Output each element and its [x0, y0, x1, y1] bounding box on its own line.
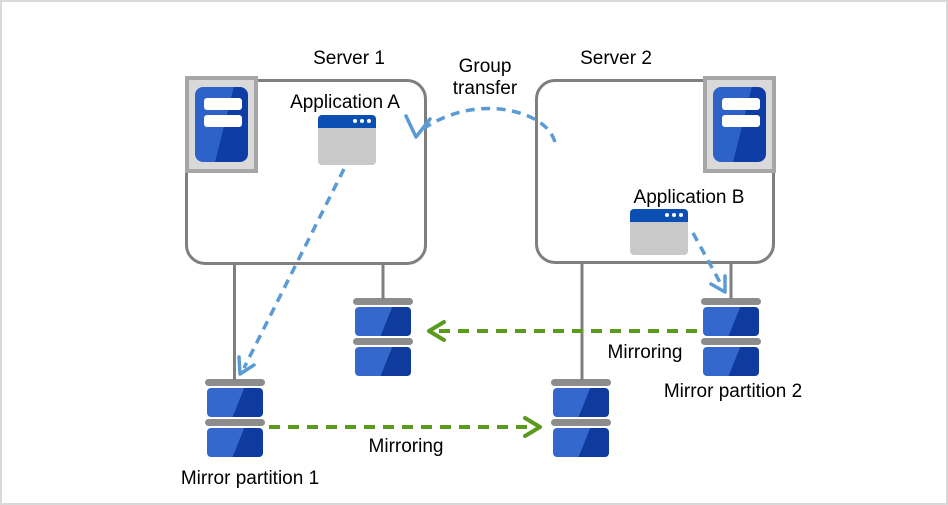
disk-stack-icon: [551, 379, 611, 457]
server-slot-bar: [204, 115, 242, 127]
server2-label: Server 2: [580, 48, 652, 69]
disk-cap: [701, 298, 761, 305]
server-slot-bar: [722, 115, 760, 127]
server-tower-icon: [703, 76, 776, 173]
mirror-partition2-disk: [701, 298, 761, 376]
appA-arrowhead: [237, 355, 256, 376]
disk-segment: [553, 388, 609, 417]
disk-segment: [355, 347, 411, 376]
mirror-partition1-label: Mirror partition 1: [180, 468, 320, 489]
appB-arrowhead: [709, 274, 727, 294]
disk-cap: [551, 379, 611, 386]
disk-cap: [205, 379, 265, 386]
mirroring-lower-arrowhead: [523, 416, 542, 438]
disk-divider: [353, 338, 413, 345]
disk-divider: [551, 419, 611, 426]
disk-segment: [207, 388, 263, 417]
disk-divider: [205, 419, 265, 426]
server-slot-bar: [204, 98, 242, 110]
server-tower-body: [713, 87, 766, 162]
disk-segment: [703, 307, 759, 336]
app-window-icon: [318, 115, 376, 165]
server1-label: Server 1: [313, 48, 385, 69]
disk-segment: [703, 347, 759, 376]
app-titlebar: [318, 115, 376, 128]
server-slot-bar: [722, 98, 760, 110]
mirroring-upper-arrowhead: [427, 320, 446, 342]
disk-segment: [553, 428, 609, 457]
mirroring-lower-label: Mirroring: [368, 436, 444, 457]
server-tower-icon: [185, 76, 258, 173]
disk-segment: [355, 307, 411, 336]
group-transfer-label: Group transfer: [452, 56, 518, 99]
disk-stack-icon: [353, 298, 413, 376]
window-dots-icon: [353, 119, 371, 123]
app-titlebar: [630, 209, 688, 222]
disk-divider: [701, 338, 761, 345]
disk-cap: [353, 298, 413, 305]
disk-segment: [207, 428, 263, 457]
server-tower-body: [195, 87, 248, 162]
window-dots-icon: [665, 213, 683, 217]
mirror-partition1-disk: [205, 379, 265, 457]
application-b-label: Application B: [633, 187, 745, 208]
application-a-label: Application A: [290, 92, 400, 113]
mirror-partition2-label: Mirror partition 2: [663, 381, 803, 402]
mirroring-upper-label: Mirroring: [607, 342, 683, 363]
app-window-icon: [630, 209, 688, 255]
